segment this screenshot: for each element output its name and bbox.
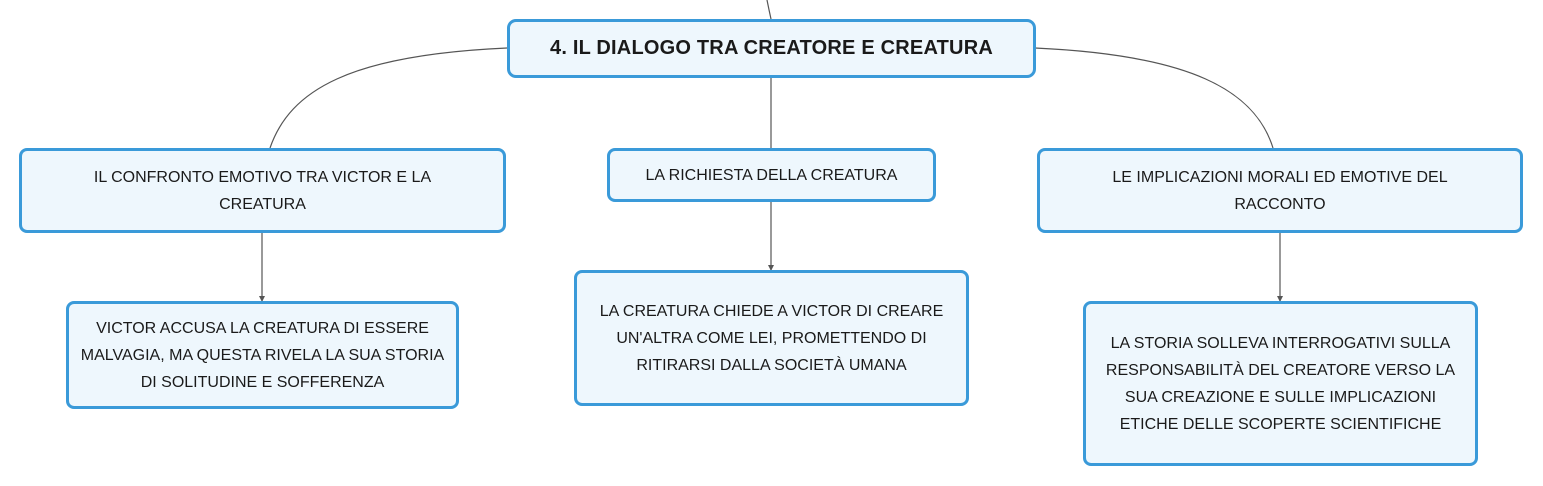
arrowhead-branch-1-leaf bbox=[259, 296, 265, 302]
branch-topic-3[interactable]: LE IMPLICAZIONI MORALI ED EMOTIVE DEL RA… bbox=[1037, 148, 1523, 233]
branch-topic-1[interactable]: IL CONFRONTO EMOTIVO TRA VICTOR E LA CRE… bbox=[19, 148, 506, 233]
branch-topic-3-label: LE IMPLICAZIONI MORALI ED EMOTIVE DEL RA… bbox=[1112, 168, 1448, 213]
leaf-topic-2-label: LA CREATURA CHIEDE A VICTOR DI CREARE UN… bbox=[599, 302, 944, 374]
branch-topic-1-label: IL CONFRONTO EMOTIVO TRA VICTOR E LA CRE… bbox=[93, 168, 432, 213]
branch-topic-2[interactable]: LA RICHIESTA DELLA CREATURA bbox=[607, 148, 936, 202]
arrowhead-branch-3-leaf bbox=[1277, 296, 1283, 302]
connector-root-branch-3 bbox=[1034, 47, 1274, 149]
root-topic-label: 4. IL DIALOGO TRA CREATORE E CREATURA bbox=[550, 37, 993, 59]
connector-root-branch-1 bbox=[269, 47, 508, 149]
root-topic[interactable]: 4. IL DIALOGO TRA CREATORE E CREATURA bbox=[507, 19, 1036, 78]
connector-incoming bbox=[766, 0, 772, 20]
leaf-topic-3[interactable]: LA STORIA SOLLEVA INTERROGATIVI SULLA RE… bbox=[1083, 301, 1478, 466]
arrowhead-branch-2-leaf bbox=[768, 265, 774, 271]
leaf-topic-3-label: LA STORIA SOLLEVA INTERROGATIVI SULLA RE… bbox=[1105, 334, 1456, 433]
leaf-topic-1-label: VICTOR ACCUSA LA CREATURA DI ESSERE MALV… bbox=[80, 319, 445, 391]
leaf-topic-2[interactable]: LA CREATURA CHIEDE A VICTOR DI CREARE UN… bbox=[574, 270, 969, 406]
branch-topic-2-label: LA RICHIESTA DELLA CREATURA bbox=[645, 166, 898, 184]
leaf-topic-1[interactable]: VICTOR ACCUSA LA CREATURA DI ESSERE MALV… bbox=[66, 301, 459, 409]
